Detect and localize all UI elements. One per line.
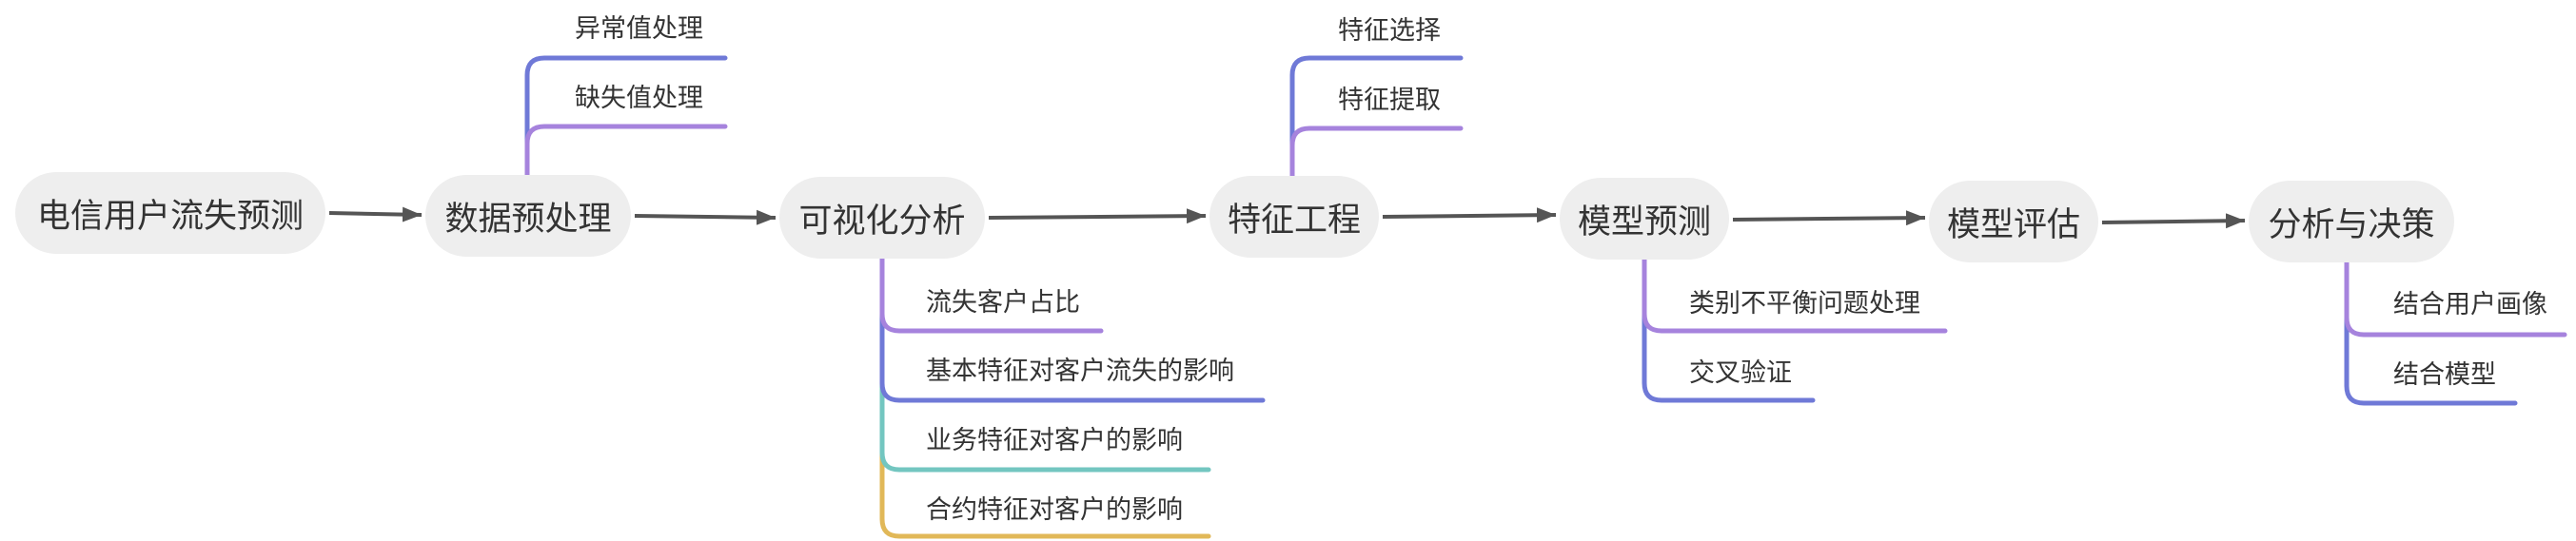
leaf-churn-ratio: 流失客户占比 xyxy=(926,288,1080,318)
arrow-preprocessing-to-visual-analysis xyxy=(634,209,777,225)
branch-line-feature-selection xyxy=(1289,55,1464,179)
branch-line-missing-value-handling xyxy=(524,124,728,178)
branch-line-business-features-impact xyxy=(879,256,1211,473)
node-telecom-churn-prediction: 电信用户流失预测 xyxy=(15,172,325,254)
leaf-combine-model: 结合模型 xyxy=(2393,360,2496,390)
node-visual-analysis: 可视化分析 xyxy=(779,177,985,259)
leaf-outlier-handling: 异常值处理 xyxy=(575,14,703,44)
leaf-feature-extraction: 特征提取 xyxy=(1338,86,1441,115)
arrow-root-to-preprocessing xyxy=(328,206,423,222)
branch-line-user-profile xyxy=(2344,260,2567,338)
node-label: 可视化分析 xyxy=(798,202,966,241)
branch-line-class-imbalance xyxy=(1642,257,1948,334)
arrow-visual-analysis-to-feature-engineering xyxy=(988,208,1207,224)
node-label: 电信用户流失预测 xyxy=(36,197,304,236)
node-analysis-decision: 分析与决策 xyxy=(2249,181,2454,262)
node-label: 分析与决策 xyxy=(2268,205,2435,244)
arrow-feature-engineering-to-model-prediction xyxy=(1382,207,1557,223)
leaf-contract-features-impact: 合约特征对客户的影响 xyxy=(926,495,1183,525)
branch-line-feature-extraction xyxy=(1289,126,1464,179)
leaf-cross-validation: 交叉验证 xyxy=(1689,358,1792,388)
arrow-model-prediction-to-model-evaluation xyxy=(1732,210,1926,226)
branch-line-cross-validation xyxy=(1642,257,1816,403)
node-feature-engineering: 特征工程 xyxy=(1209,176,1379,258)
leaf-feature-selection: 特征选择 xyxy=(1338,16,1441,46)
node-model-evaluation: 模型评估 xyxy=(1929,181,2098,262)
leaf-business-features-impact: 业务特征对客户的影响 xyxy=(926,426,1183,455)
node-label: 模型评估 xyxy=(1946,205,2080,244)
leaf-missing-value-handling: 缺失值处理 xyxy=(575,84,703,113)
node-model-prediction: 模型预测 xyxy=(1560,178,1729,260)
branch-line-combine-model xyxy=(2344,260,2518,406)
arrow-model-evaluation-to-analysis-decision xyxy=(2101,213,2246,229)
branch-line-basic-features-impact xyxy=(879,256,1266,403)
branch-line-contract-features-impact xyxy=(879,256,1211,539)
leaf-user-profile: 结合用户画像 xyxy=(2393,290,2547,319)
leaf-class-imbalance: 类别不平衡问题处理 xyxy=(1689,289,1920,319)
node-data-preprocessing: 数据预处理 xyxy=(425,175,631,257)
leaf-basic-features-impact: 基本特征对客户流失的影响 xyxy=(926,357,1234,386)
branch-line-outlier-handling xyxy=(524,55,728,178)
node-label: 数据预处理 xyxy=(444,200,612,239)
node-label: 特征工程 xyxy=(1227,201,1361,240)
branch-line-churn-ratio xyxy=(879,256,1104,334)
node-label: 模型预测 xyxy=(1577,203,1711,242)
